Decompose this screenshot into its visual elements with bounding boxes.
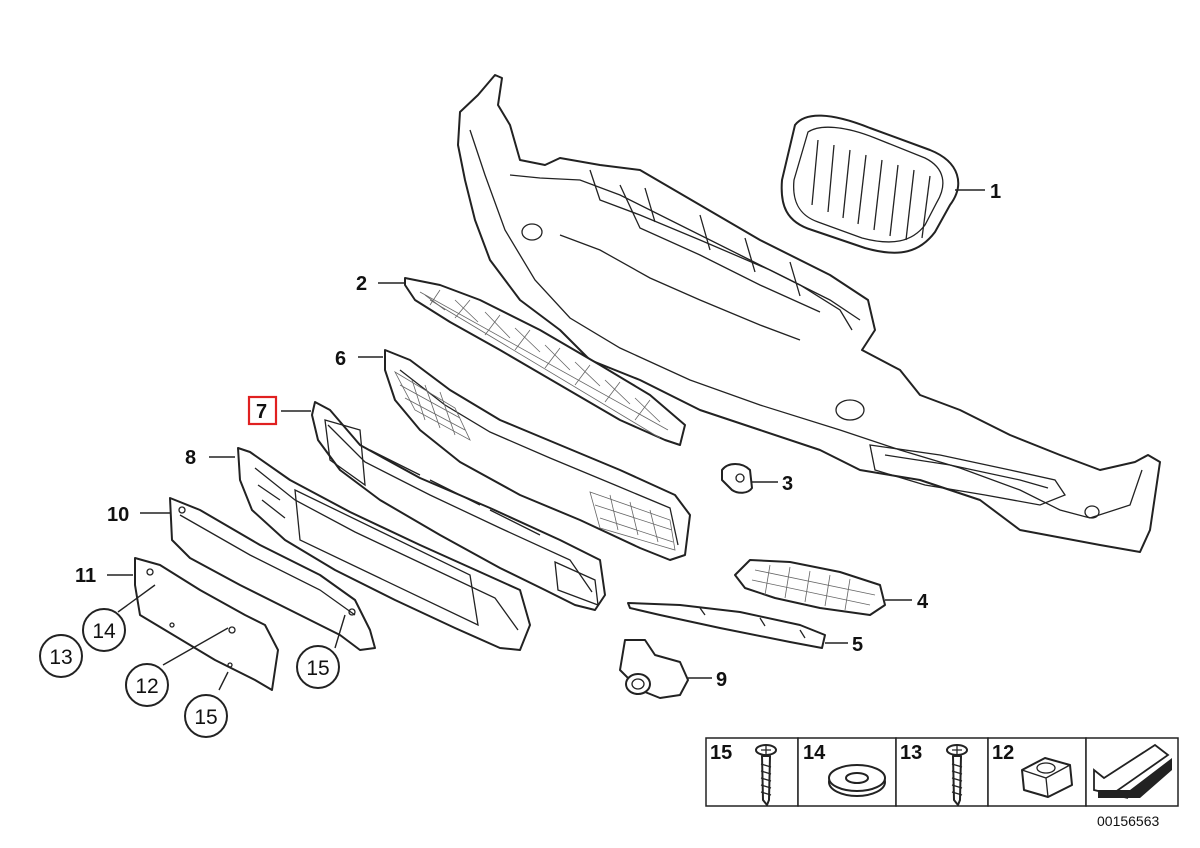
highlight-box-part-7 (247, 395, 278, 426)
callout-11[interactable]: 11 (75, 565, 96, 587)
hardware-legend: 15 14 13 12 (705, 737, 1179, 807)
nut-icon-12 (1021, 757, 1073, 798)
callout-3[interactable]: 3 (782, 473, 793, 495)
callout-5[interactable]: 5 (852, 634, 863, 656)
arrow-icon (1093, 743, 1172, 799)
callout-1[interactable]: 1 (990, 181, 1001, 203)
circled-callout-14[interactable]: 14 (82, 608, 126, 652)
circled-callout-13[interactable]: 13 (39, 634, 83, 678)
screw-icon-13 (946, 744, 968, 806)
part-1-kidney-grille[interactable] (780, 114, 960, 254)
callout-10[interactable]: 10 (107, 504, 129, 526)
callout-8[interactable]: 8 (185, 447, 196, 469)
legend-label-13: 13 (900, 742, 922, 764)
callout-4[interactable]: 4 (917, 591, 929, 613)
callout-6[interactable]: 6 (335, 348, 346, 370)
part-3-cap[interactable] (721, 463, 753, 494)
svg-text:13: 13 (49, 646, 72, 669)
circled-callout-15-b[interactable]: 15 (296, 645, 340, 689)
washer-icon-14 (828, 764, 886, 797)
svg-text:12: 12 (135, 675, 158, 698)
callout-9[interactable]: 9 (716, 669, 727, 691)
svg-text:14: 14 (92, 620, 116, 643)
circled-callouts: 13 14 12 15 15 (39, 608, 340, 738)
part-9-sensor-holder[interactable] (619, 639, 689, 699)
part-10-bracket[interactable] (169, 497, 376, 651)
diagram-id: 00156563 (1097, 813, 1160, 829)
part-7-grille-frame[interactable] (311, 401, 606, 611)
callout-7[interactable]: 7 (256, 401, 267, 423)
part-8-lower-grille[interactable] (237, 447, 531, 651)
legend-label-15: 15 (710, 742, 732, 764)
bumper-cover (457, 74, 1161, 553)
callout-labels: 1 2 3 4 5 6 7 8 9 10 11 (75, 181, 1001, 691)
part-6-center-grille[interactable] (384, 349, 691, 561)
circled-callout-12[interactable]: 12 (125, 663, 169, 707)
leader-lines (107, 189, 985, 691)
legend-label-12: 12 (992, 742, 1014, 764)
svg-text:15: 15 (194, 706, 217, 729)
callout-2[interactable]: 2 (356, 273, 367, 295)
part-2-upper-grille[interactable] (404, 277, 686, 446)
part-4-fog-grille[interactable] (734, 559, 886, 616)
screw-icon-15 (755, 744, 777, 806)
legend-label-14: 14 (803, 742, 826, 764)
svg-text:15: 15 (306, 657, 329, 680)
part-5-trim-strip[interactable] (627, 602, 826, 649)
part-11-plate-base[interactable] (134, 557, 279, 691)
circled-callout-15-a[interactable]: 15 (184, 694, 228, 738)
